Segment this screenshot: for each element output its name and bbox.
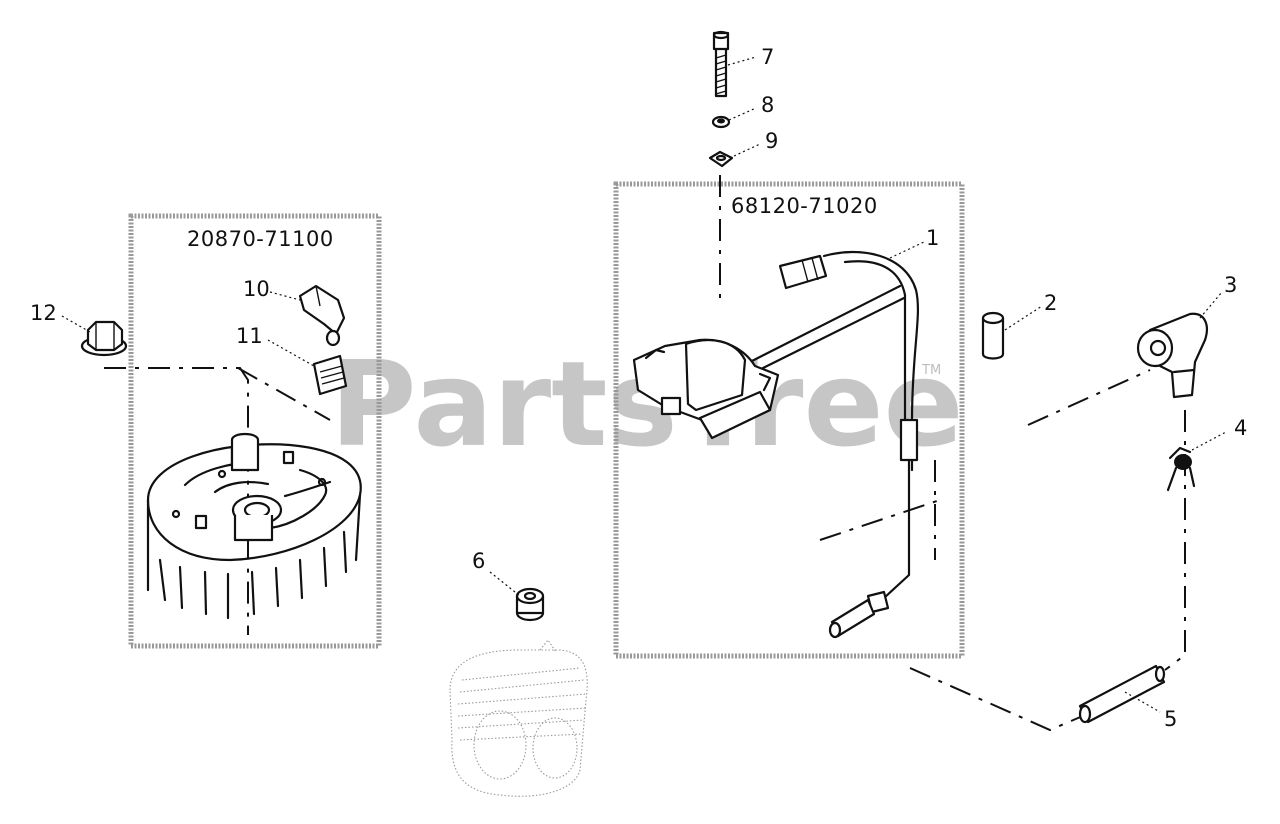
leader-5 (1124, 691, 1161, 713)
tube-part-5[interactable] (1078, 664, 1166, 724)
leader-8 (728, 107, 757, 121)
leader-2 (1004, 305, 1043, 331)
ignition-coil-assembly-part-number[interactable]: 68120-71020 (731, 194, 878, 218)
callout-12[interactable]: 12 (30, 301, 57, 325)
leader-7 (727, 56, 757, 66)
leader-3 (1199, 291, 1223, 319)
leader-10 (269, 291, 301, 301)
collar-part-6[interactable] (515, 587, 545, 622)
callout-9[interactable]: 9 (765, 129, 778, 153)
ignition-coil-part-1[interactable] (632, 250, 920, 639)
centerline-nut-flywheel (104, 367, 249, 635)
callout-3[interactable]: 3 (1224, 273, 1237, 297)
lock-washer-part-8[interactable] (711, 115, 731, 129)
spring-clip-part-4[interactable] (1166, 446, 1196, 492)
callout-6[interactable]: 6 (472, 549, 485, 573)
engine-cylinder-reference (449, 639, 588, 797)
callout-11[interactable]: 11 (236, 324, 263, 348)
flywheel-assembly-part-number[interactable]: 20870-71100 (187, 227, 334, 251)
bolt-part-7[interactable] (712, 30, 730, 98)
leader-1 (889, 241, 925, 259)
adaptor-part-2[interactable] (981, 311, 1005, 360)
centerline-boot (1027, 369, 1151, 426)
flywheel-assembly-frame (128, 213, 382, 649)
spring-part-11[interactable] (312, 354, 348, 396)
callout-7[interactable]: 7 (761, 45, 774, 69)
centerline-spring (237, 367, 331, 421)
leader-12 (61, 315, 91, 333)
callout-10[interactable]: 10 (243, 277, 270, 301)
flywheel-key-part-10[interactable] (298, 284, 346, 347)
callout-5[interactable]: 5 (1164, 707, 1177, 731)
leader-11 (267, 339, 315, 367)
callout-1[interactable]: 1 (926, 226, 939, 250)
centerline-tube (909, 667, 1086, 732)
spark-plug-boot-part-3[interactable] (1136, 312, 1208, 399)
centerline-coil-mount (819, 499, 941, 541)
watermark-trademark: TM (921, 363, 941, 378)
leader-6 (489, 571, 521, 597)
callout-2[interactable]: 2 (1044, 291, 1057, 315)
leader-4 (1191, 431, 1227, 451)
flywheel[interactable] (146, 432, 362, 620)
ignition-coil-assembly-frame (613, 181, 965, 659)
callout-8[interactable]: 8 (761, 93, 774, 117)
flange-nut-part-12[interactable] (80, 320, 128, 357)
callout-4[interactable]: 4 (1234, 416, 1247, 440)
washer-part-9[interactable] (708, 150, 734, 168)
leader-9 (733, 143, 761, 157)
